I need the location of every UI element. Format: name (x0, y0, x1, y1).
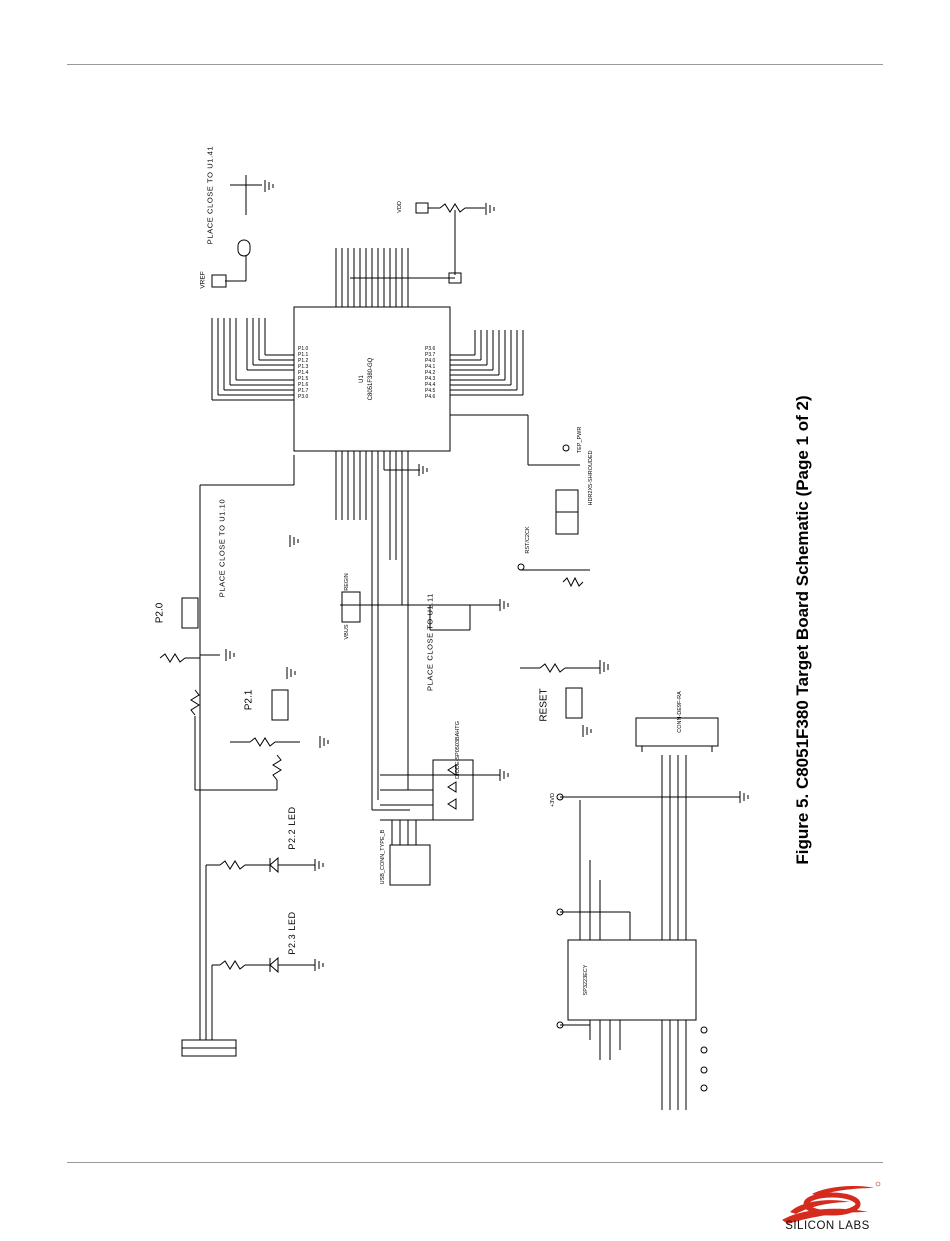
switch-label-p20: P2.0 (154, 602, 166, 624)
debug-header-j9 (520, 489, 590, 588)
svg-text:P4.1: P4.1 (425, 364, 436, 370)
rail-3vd: +3VD (550, 793, 556, 807)
placement-note: PLACE CLOSE TO U1.41 (205, 145, 215, 245)
ground-symbols (225, 180, 749, 971)
header-j12 (181, 1039, 237, 1057)
svg-text:P1.0: P1.0 (298, 346, 309, 352)
svg-text:P1.2: P1.2 (298, 358, 309, 364)
uart-u3 (560, 755, 740, 1110)
svg-text:P3.7: P3.7 (425, 352, 436, 358)
svg-text:P4.4: P4.4 (425, 382, 436, 388)
tep-pwr-label: TEP_PWR (577, 426, 583, 454)
mcu-bottom-pins (199, 451, 420, 1040)
usb-connector-p3 (389, 820, 431, 886)
mcu-top-pins (211, 318, 294, 401)
switches (159, 597, 600, 791)
usb-protection-u4 (372, 759, 500, 821)
svg-text:P1.4: P1.4 (298, 370, 309, 376)
svg-text:P4.5: P4.5 (425, 388, 436, 394)
usb-connector-label: USB_CONN_TYPE_B (380, 829, 386, 885)
de9-label: CONN-DE9F-RA (677, 691, 683, 733)
rail-vref: VREF (199, 271, 207, 289)
svg-text:P1.3: P1.3 (298, 364, 309, 370)
svg-text:P4.3: P4.3 (425, 376, 436, 382)
footer-rule (67, 1162, 883, 1163)
vref-area (211, 175, 485, 288)
mcu-part-number: C8051F380-GQ (368, 357, 374, 401)
svg-text:P3.0: P3.0 (298, 394, 309, 400)
de9-p4 (635, 717, 719, 752)
switch-label-reset: RESET (538, 688, 550, 722)
pin-number-labels: P1.0P1.1P1.2 P1.3P1.4P1.5 P1.6P1.7P3.0 P… (298, 346, 436, 400)
svg-text:P3.6: P3.6 (425, 346, 436, 352)
header-rule (67, 64, 883, 65)
svg-text:P1.7: P1.7 (298, 388, 309, 394)
svg-text:P1.6: P1.6 (298, 382, 309, 388)
test-points (517, 444, 708, 1092)
regulator-area (340, 591, 500, 631)
debug-header-label: HDR2X5-SHROUDED (588, 450, 594, 506)
rail-vdd: VDD (397, 201, 403, 213)
brand-wordmark: SILICON LABS (785, 1220, 870, 1232)
svg-text:P4.0: P4.0 (425, 358, 436, 364)
placement-note: PLACE CLOSE TO U1.11 (425, 593, 435, 691)
diode-array-label: DIODE-SP0503BAHTG (455, 721, 461, 779)
mcu-p2-bus (335, 248, 455, 307)
svg-text:P1.5: P1.5 (298, 376, 309, 382)
led-label-p22: P2.2 LED (287, 806, 297, 850)
rail-regin: REGIN (344, 573, 350, 591)
leds (205, 856, 315, 1040)
rail-vbus: VBUS (344, 624, 350, 640)
switch-label-p21: P2.1 (243, 689, 255, 711)
led-label-p23: P2.3 LED (287, 911, 297, 955)
svg-text:P1.1: P1.1 (298, 352, 309, 358)
rst-c2ck-label: RST/C2CK (525, 526, 531, 554)
uart-part-label: SP3223ECY (583, 964, 589, 996)
figure-caption: Figure 5. C8051F380 Target Board Schemat… (793, 395, 812, 865)
mcu-p4-pins (450, 330, 580, 466)
placement-note: PLACE CLOSE TO U1.10 (217, 498, 227, 598)
mcu-ref: U1 (359, 375, 365, 383)
svg-text:P4.2: P4.2 (425, 370, 436, 376)
silicon-labs-logo (782, 1181, 881, 1224)
svg-text:P4.6: P4.6 (425, 394, 436, 400)
